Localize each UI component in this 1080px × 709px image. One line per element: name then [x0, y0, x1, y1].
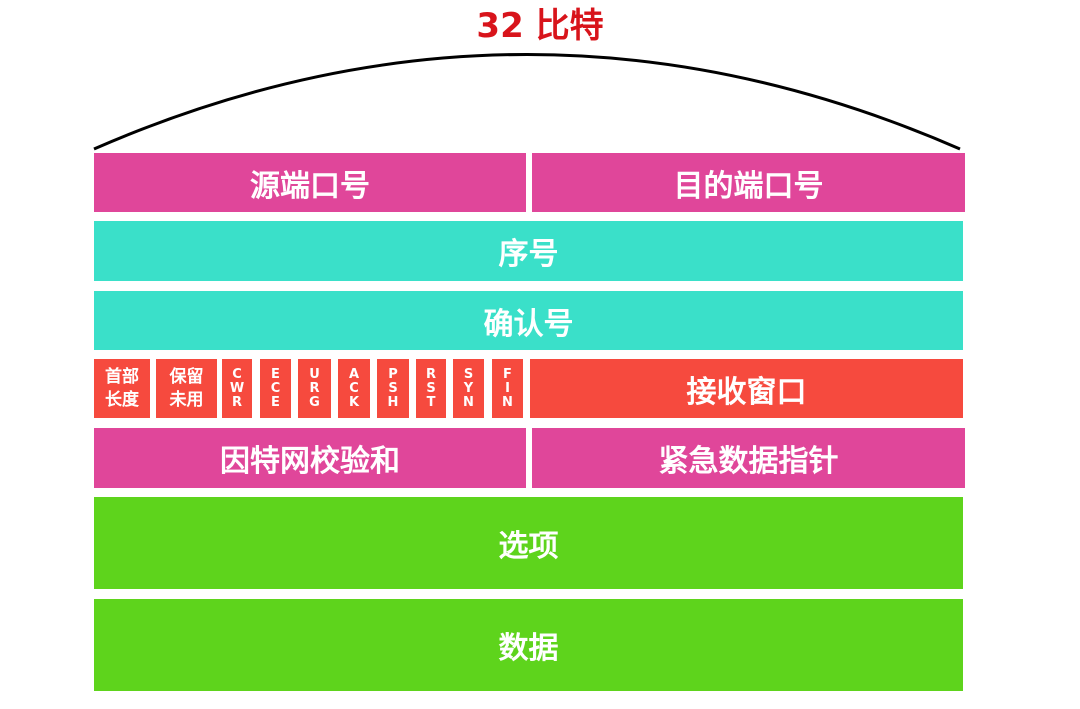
destination-port-field: 目的端口号 — [532, 153, 965, 212]
receive-window-field: 接收窗口 — [530, 359, 963, 418]
flag-letter: H — [387, 394, 399, 410]
urgent-pointer-field: 紧急数据指针 — [532, 428, 965, 488]
flag-urg: U R G — [298, 359, 331, 418]
flag-psh: P S H — [377, 359, 409, 418]
flag-letter: I — [505, 380, 510, 396]
flag-letter: G — [309, 394, 320, 410]
header-length-field: 首部 长度 — [94, 359, 150, 418]
reserved-field: 保留 未用 — [156, 359, 217, 418]
flag-letter: K — [348, 394, 360, 410]
flag-ack: A C K — [338, 359, 370, 418]
flag-letter: Y — [463, 380, 474, 396]
flag-fin: F I N — [492, 359, 523, 418]
width-arc — [93, 53, 961, 151]
flag-letter: R — [425, 366, 436, 382]
flag-cwr: C W R — [222, 359, 252, 418]
flag-letter: R — [231, 394, 242, 410]
header-length-line-1: 首部 — [105, 366, 139, 387]
options-field: 选项 — [94, 497, 963, 589]
flag-letter: N — [463, 394, 474, 410]
checksum-field: 因特网校验和 — [94, 428, 526, 488]
flag-letter: S — [426, 380, 436, 396]
flag-letter: E — [271, 394, 280, 410]
flag-letter: S — [388, 380, 398, 396]
flag-letter: F — [503, 366, 512, 382]
data-field: 数据 — [94, 599, 963, 691]
reserved-line-1: 保留 — [169, 366, 204, 387]
flag-letter: E — [271, 366, 280, 382]
flag-letter: C — [270, 380, 281, 396]
flag-letter: T — [426, 394, 436, 410]
flag-letter: W — [229, 380, 245, 396]
header-length-line-2: 长度 — [105, 389, 139, 410]
sequence-number-field: 序号 — [94, 221, 963, 281]
flag-letter: S — [463, 366, 474, 382]
flag-ece: E C E — [260, 359, 291, 418]
width-label: 32 比特 — [476, 6, 604, 46]
flag-letter: A — [348, 366, 360, 382]
flag-letter: C — [349, 380, 359, 396]
flag-rst: R S T — [416, 359, 446, 418]
source-port-field: 源端口号 — [94, 153, 526, 212]
flag-letter: R — [309, 380, 320, 396]
acknowledgment-number-field: 确认号 — [94, 291, 963, 350]
flag-syn: S Y N — [453, 359, 484, 418]
flag-letter: C — [232, 366, 242, 382]
flag-letter: U — [309, 366, 320, 382]
reserved-line-2: 未用 — [169, 389, 204, 410]
flag-letter: N — [502, 394, 513, 410]
flag-letter: P — [388, 366, 398, 382]
